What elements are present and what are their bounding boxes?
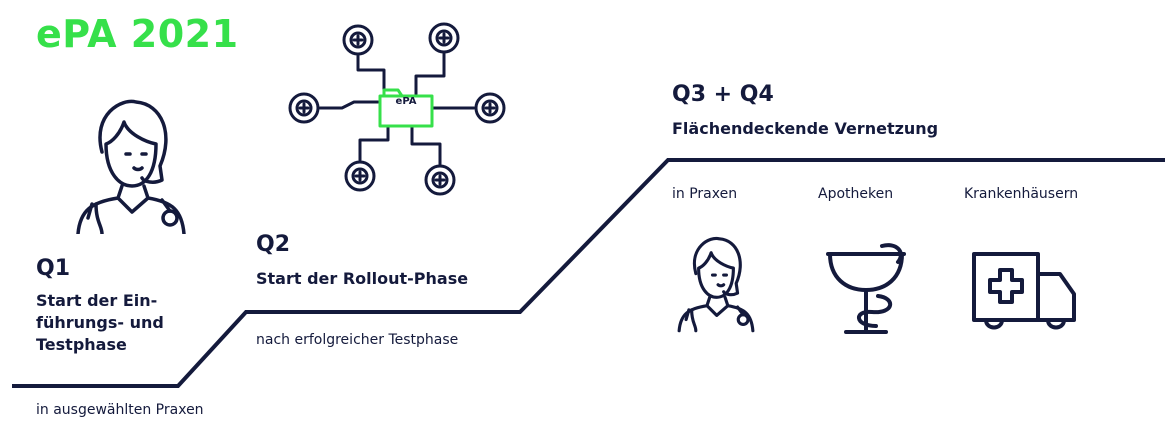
phase-q3q4-subtitle: Flächendeckende Vernetzung — [672, 119, 939, 138]
phase-q2-note: nach erfolgreicher Testphase — [256, 332, 459, 348]
ambulance-icon — [968, 246, 1080, 334]
phase-q1-note: in ausgewählten Praxen — [36, 402, 204, 418]
phase-q3q4-label: Q3 + Q4 — [672, 82, 774, 107]
phase-q2-subtitle: Start der Rollout-Phase — [256, 269, 469, 288]
pharmacy-bowl-icon — [820, 234, 912, 338]
phase-q2-label: Q2 — [256, 232, 291, 257]
doctor-icon — [62, 94, 200, 234]
target-label-apotheken: Apotheken — [818, 186, 894, 202]
target-label-krankenhaeuser: Krankenhäusern — [964, 186, 1079, 202]
page-title: ePA 2021 — [36, 12, 239, 56]
phase-q1-label: Q1 — [36, 256, 71, 281]
epa-network-icon — [282, 12, 522, 202]
target-label-praxen: in Praxen — [672, 186, 738, 202]
doctor-icon — [668, 228, 764, 336]
phase-q1-subtitle: Start der Ein- führungs- und Testphase — [36, 291, 164, 354]
epa-folder-label: ePA — [395, 96, 417, 107]
